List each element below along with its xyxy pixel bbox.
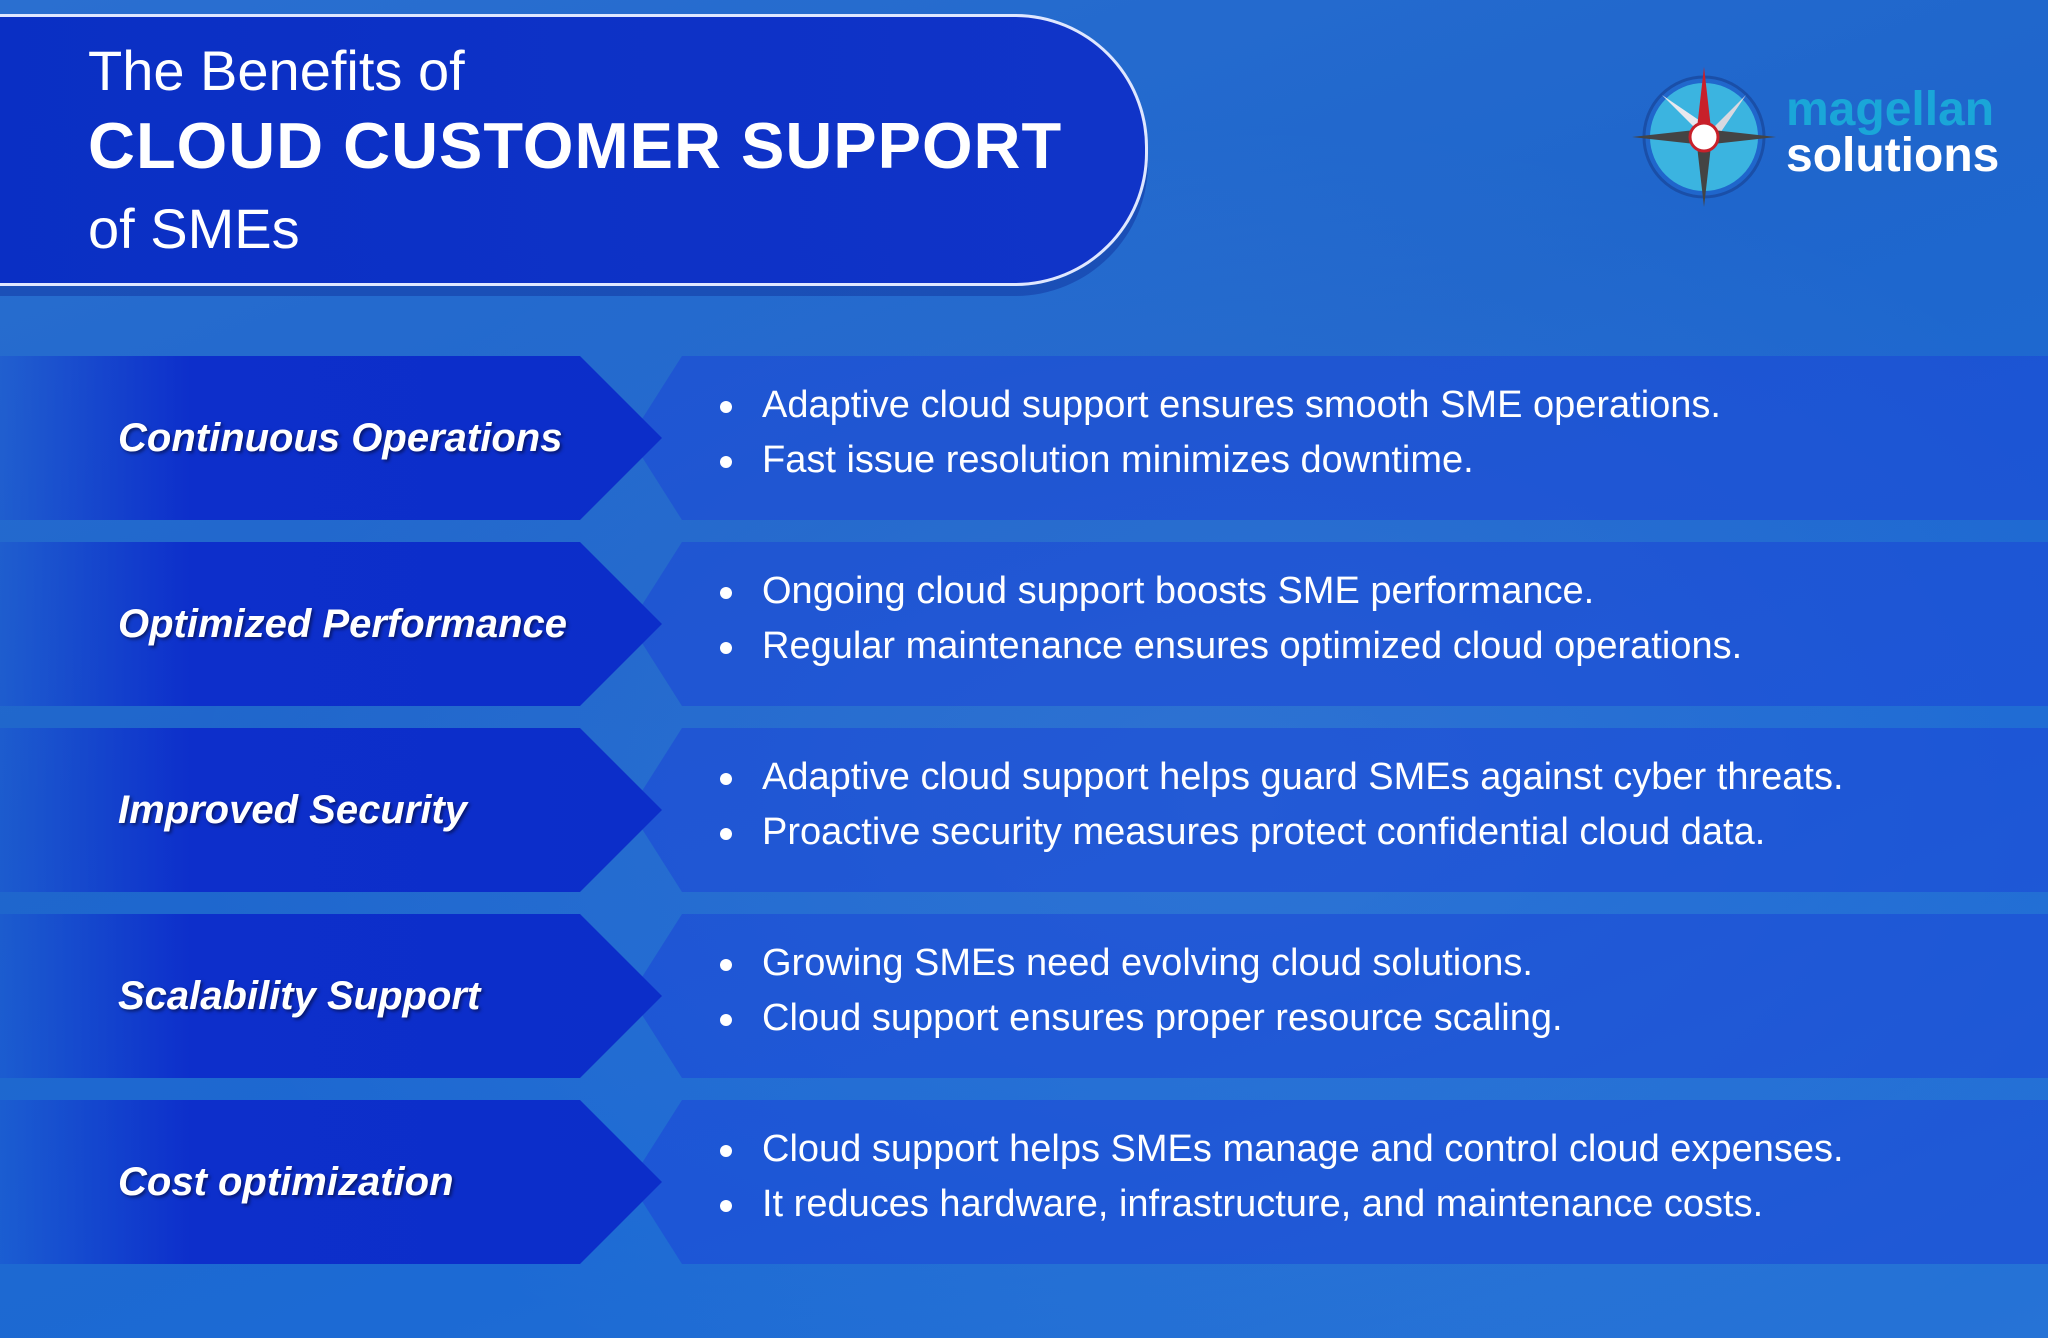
bullet-point: Ongoing cloud support boosts SME perform… bbox=[720, 570, 1594, 613]
compass-icon bbox=[1632, 67, 1776, 207]
title-line-1: The Benefits of bbox=[88, 39, 465, 102]
bullet-point: Proactive security measures protect conf… bbox=[720, 811, 1765, 854]
benefit-panel bbox=[630, 914, 2048, 1078]
logo-word-solutions: solutions bbox=[1786, 129, 2000, 182]
page-title: CLOUD CUSTOMER SUPPORT bbox=[88, 109, 1063, 182]
title-banner bbox=[0, 14, 1148, 286]
bullet-point: Regular maintenance ensures optimized cl… bbox=[720, 625, 1742, 668]
benefit-panel bbox=[630, 356, 2048, 520]
benefit-row: Optimized Performance Ongoing cloud supp… bbox=[0, 542, 2048, 706]
benefit-label: Optimized Performance bbox=[0, 542, 662, 706]
benefit-row: Cost optimization Cloud support helps SM… bbox=[0, 1100, 2048, 1264]
logo-word-magellan: magellan bbox=[1786, 83, 1995, 136]
bullet-point: It reduces hardware, infrastructure, and… bbox=[720, 1183, 1763, 1226]
benefit-row: Scalability Support Growing SMEs need ev… bbox=[0, 914, 2048, 1078]
benefit-label: Scalability Support bbox=[0, 914, 662, 1078]
bullet-point: Growing SMEs need evolving cloud solutio… bbox=[720, 942, 1533, 985]
benefit-row: Continuous Operations Adaptive cloud sup… bbox=[0, 356, 2048, 520]
benefit-title: Improved Security bbox=[118, 788, 468, 832]
magellan-logo: magellan solutions bbox=[1632, 62, 2012, 212]
benefit-title: Continuous Operations bbox=[118, 416, 563, 460]
benefit-label: Continuous Operations bbox=[0, 356, 662, 520]
benefit-panel bbox=[630, 1100, 2048, 1264]
benefit-panel bbox=[630, 542, 2048, 706]
bullet-point: Adaptive cloud support ensures smooth SM… bbox=[720, 384, 1721, 427]
title-line-3: of SMEs bbox=[88, 197, 300, 260]
benefit-label: Improved Security bbox=[0, 728, 662, 892]
benefit-row: Improved Security Adaptive cloud support… bbox=[0, 728, 2048, 892]
benefit-label: Cost optimization bbox=[0, 1100, 662, 1264]
benefit-title: Optimized Performance bbox=[118, 602, 568, 646]
benefit-panel bbox=[630, 728, 2048, 892]
bullet-point: Cloud support helps SMEs manage and cont… bbox=[720, 1128, 1844, 1171]
benefit-title: Cost optimization bbox=[118, 1160, 454, 1204]
bullet-point: Fast issue resolution minimizes downtime… bbox=[720, 439, 1474, 482]
bullet-point: Adaptive cloud support helps guard SMEs … bbox=[720, 756, 1844, 799]
bullet-point: Cloud support ensures proper resource sc… bbox=[720, 997, 1563, 1040]
benefit-title: Scalability Support bbox=[118, 974, 481, 1018]
